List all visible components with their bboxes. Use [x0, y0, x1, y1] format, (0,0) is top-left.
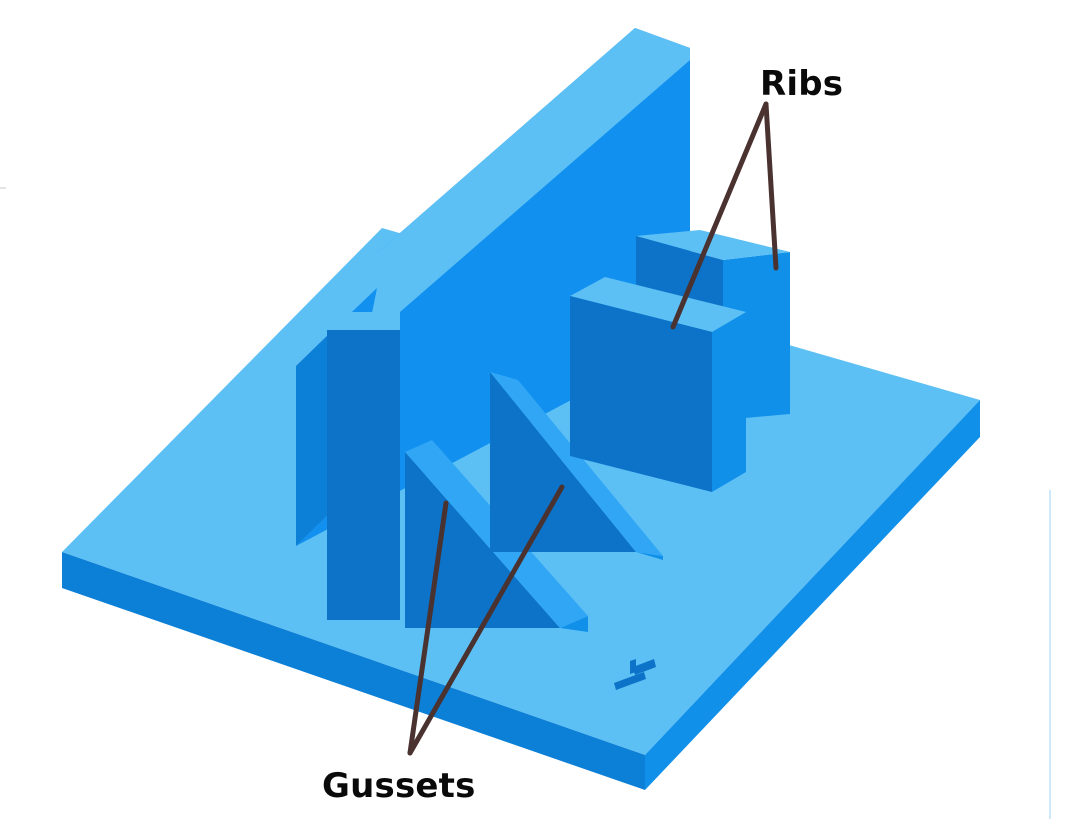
- gussets-label: Gussets: [322, 766, 476, 806]
- gussets-leader-line-1: [407, 500, 449, 756]
- rib-front-top-face: [570, 277, 746, 332]
- gusset-right-side-face: [636, 552, 663, 560]
- base-plate-front-left-face: [62, 552, 645, 790]
- rib-back-top-face: [636, 230, 790, 260]
- callout-gussets: Gussets: [322, 484, 565, 806]
- coordinate-triad-icon: [614, 659, 656, 690]
- ribs-leader-line-1: [670, 101, 769, 330]
- triad-axis-z: [630, 659, 636, 674]
- rib-front-front-face: [570, 296, 712, 492]
- back-wall-left-end-face: [296, 330, 333, 546]
- back-wall-top-face: [333, 28, 690, 522]
- callout-ribs: Ribs: [670, 64, 843, 330]
- gussets-leader-line-2: [407, 484, 565, 756]
- rib-front: [570, 277, 746, 492]
- left-rib-wall: [327, 312, 400, 620]
- gusset-right-top-face: [490, 372, 663, 556]
- gusset-right: [490, 372, 663, 560]
- triad-axis-y: [633, 659, 656, 675]
- rib-front-side-face: [712, 312, 746, 492]
- triad-axis-x: [614, 672, 646, 690]
- left-rib-wall-top-face: [327, 312, 400, 330]
- left-rib-wall-front-face: [327, 330, 400, 620]
- base-plate-front-right-face: [645, 400, 980, 790]
- gusset-left-side-face: [560, 616, 588, 632]
- ribs-label: Ribs: [760, 64, 843, 104]
- ribs-leader-line-2: [763, 101, 779, 271]
